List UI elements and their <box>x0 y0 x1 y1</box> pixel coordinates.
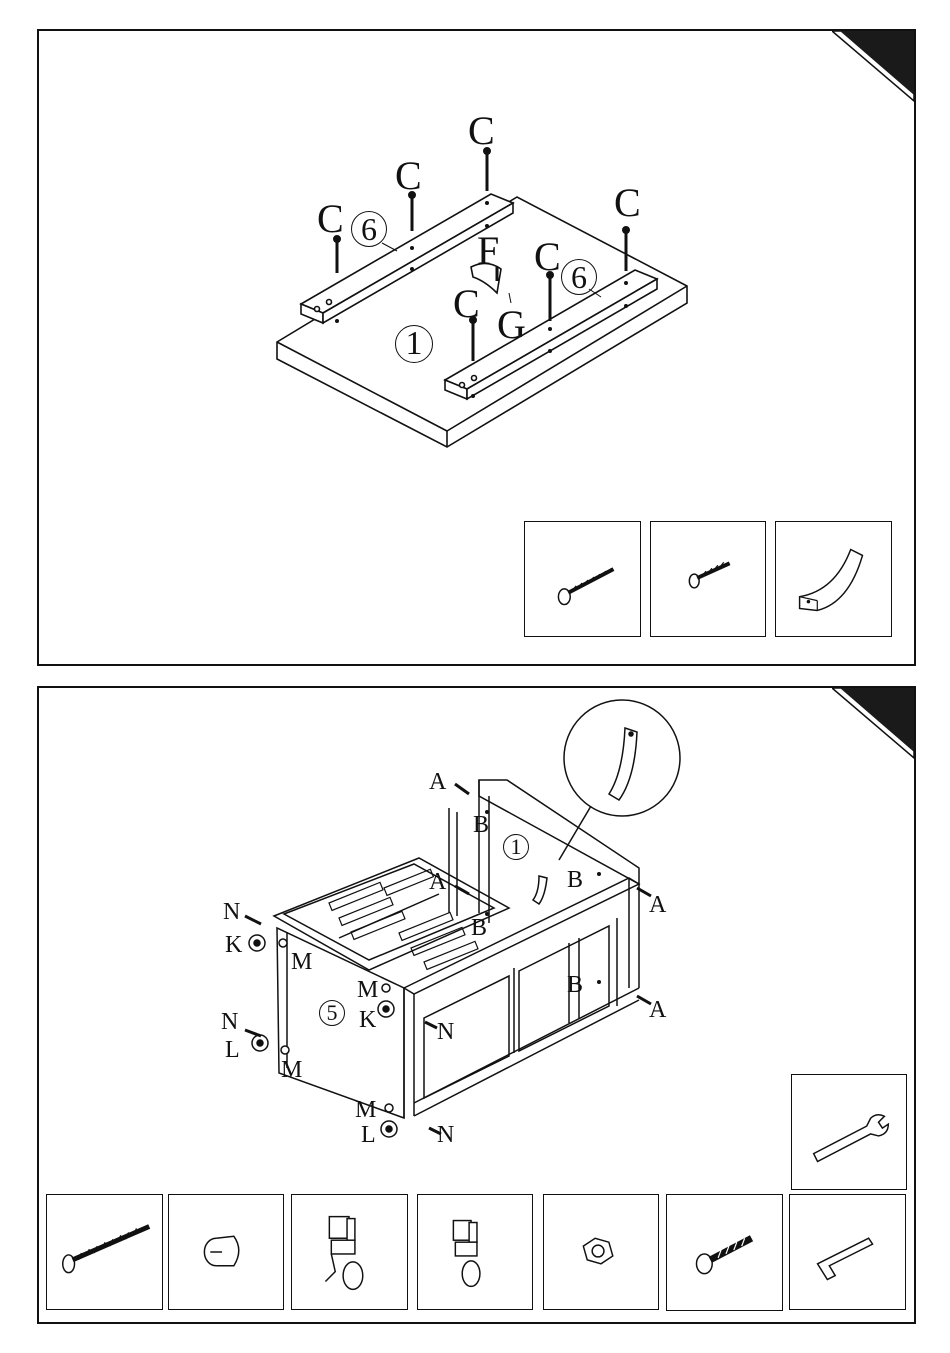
label-l: L <box>361 1123 376 1147</box>
label-n: N <box>437 1020 454 1044</box>
label-c: C <box>395 156 422 196</box>
brake-caster-icon <box>291 1194 408 1310</box>
label-b: B <box>567 973 583 997</box>
part-number-5: 5 <box>319 1000 345 1026</box>
label-a: A <box>429 870 446 894</box>
cam-lock-icon <box>168 1194 284 1310</box>
part-number-1: 1 <box>395 325 433 363</box>
label-g: G <box>497 305 526 345</box>
part-number-6: 6 <box>561 259 597 295</box>
label-m: M <box>291 950 312 974</box>
label-a: A <box>649 893 666 917</box>
bolt-icon <box>666 1194 783 1311</box>
wrench-icon <box>791 1074 907 1190</box>
label-b: B <box>471 916 487 940</box>
label-k: K <box>225 933 242 957</box>
label-f: F <box>477 231 499 271</box>
label-c: C <box>614 183 641 223</box>
label-k: K <box>359 1008 376 1032</box>
caster-icon <box>417 1194 533 1310</box>
label-c: C <box>534 237 561 277</box>
curved-bracket-icon <box>775 521 892 637</box>
label-m: M <box>355 1098 376 1122</box>
label-a: A <box>649 998 666 1022</box>
label-n: N <box>437 1123 454 1147</box>
short-screw-icon <box>650 521 766 637</box>
label-n: N <box>221 1010 238 1034</box>
part-number-1: 1 <box>503 834 529 860</box>
step-1-panel: C C C C C C F G 6 6 1 <box>37 29 916 666</box>
long-screw-icon <box>524 521 641 637</box>
label-n: N <box>223 900 240 924</box>
label-b: B <box>473 813 489 837</box>
part-number-6: 6 <box>351 211 387 247</box>
label-m: M <box>281 1058 302 1082</box>
hex-nut-icon <box>543 1194 659 1310</box>
allen-key-icon <box>789 1194 906 1310</box>
label-b: B <box>567 868 583 892</box>
step-2-panel: A A A A B B B B N N N N K K L L M M M M … <box>37 686 916 1324</box>
wood-screw-icon <box>46 1194 163 1310</box>
label-c: C <box>468 111 495 151</box>
label-a: A <box>429 770 446 794</box>
label-m: M <box>357 978 378 1002</box>
label-l: L <box>225 1038 240 1062</box>
label-c: C <box>317 199 344 239</box>
label-c: C <box>453 284 480 324</box>
